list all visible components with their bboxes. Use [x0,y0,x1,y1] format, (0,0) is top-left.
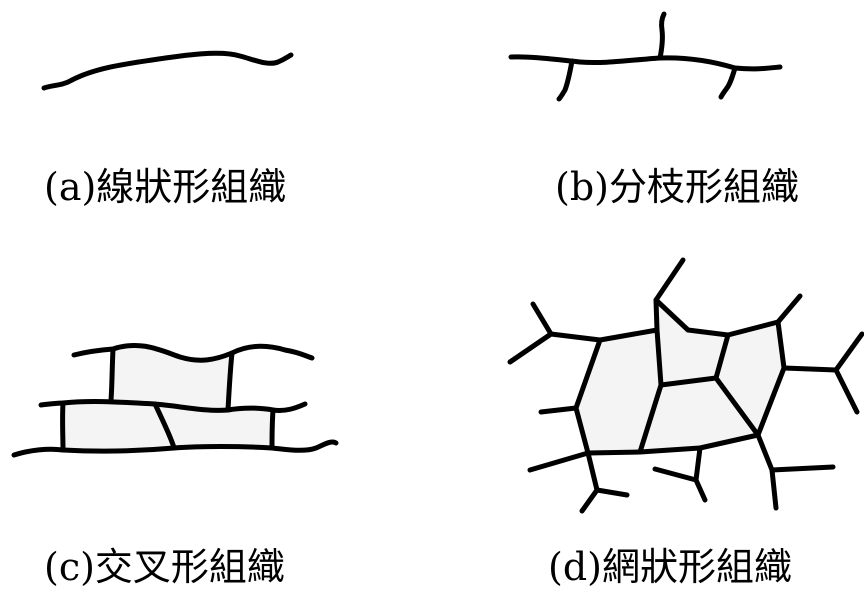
edge-06 [784,368,836,370]
panel-a-linear [44,53,291,88]
panel-c-crossing [14,345,336,455]
top-line [74,345,312,360]
edge-07 [836,334,862,370]
caption-a: (a)線狀形組織 [44,168,286,206]
edge-20 [696,448,700,480]
caption-b: (b)分枝形組織 [555,168,799,206]
vertical-1 [111,349,113,400]
edge-24 [582,490,597,511]
edge-16 [588,452,640,453]
vertical-4 [272,410,273,448]
edge-08 [836,370,857,412]
branch-left [559,61,572,99]
panel-b-branching [511,14,780,99]
edge-22 [655,469,696,480]
edge-26 [530,453,588,470]
edge-29 [533,304,551,334]
edge-23 [588,453,597,490]
caption-d: (d)網狀形組織 [548,548,792,586]
edge-27 [541,408,576,412]
caption-c: (c)交叉形組織 [44,548,285,586]
panel-d-network [510,260,862,511]
edge-21 [696,480,705,500]
edge-19 [772,467,833,470]
edge-25 [597,490,627,495]
linear-crack [44,53,291,88]
branch-main [511,57,780,69]
branch-right [721,68,735,97]
branch-upper [660,14,664,58]
edge-28 [510,334,600,362]
